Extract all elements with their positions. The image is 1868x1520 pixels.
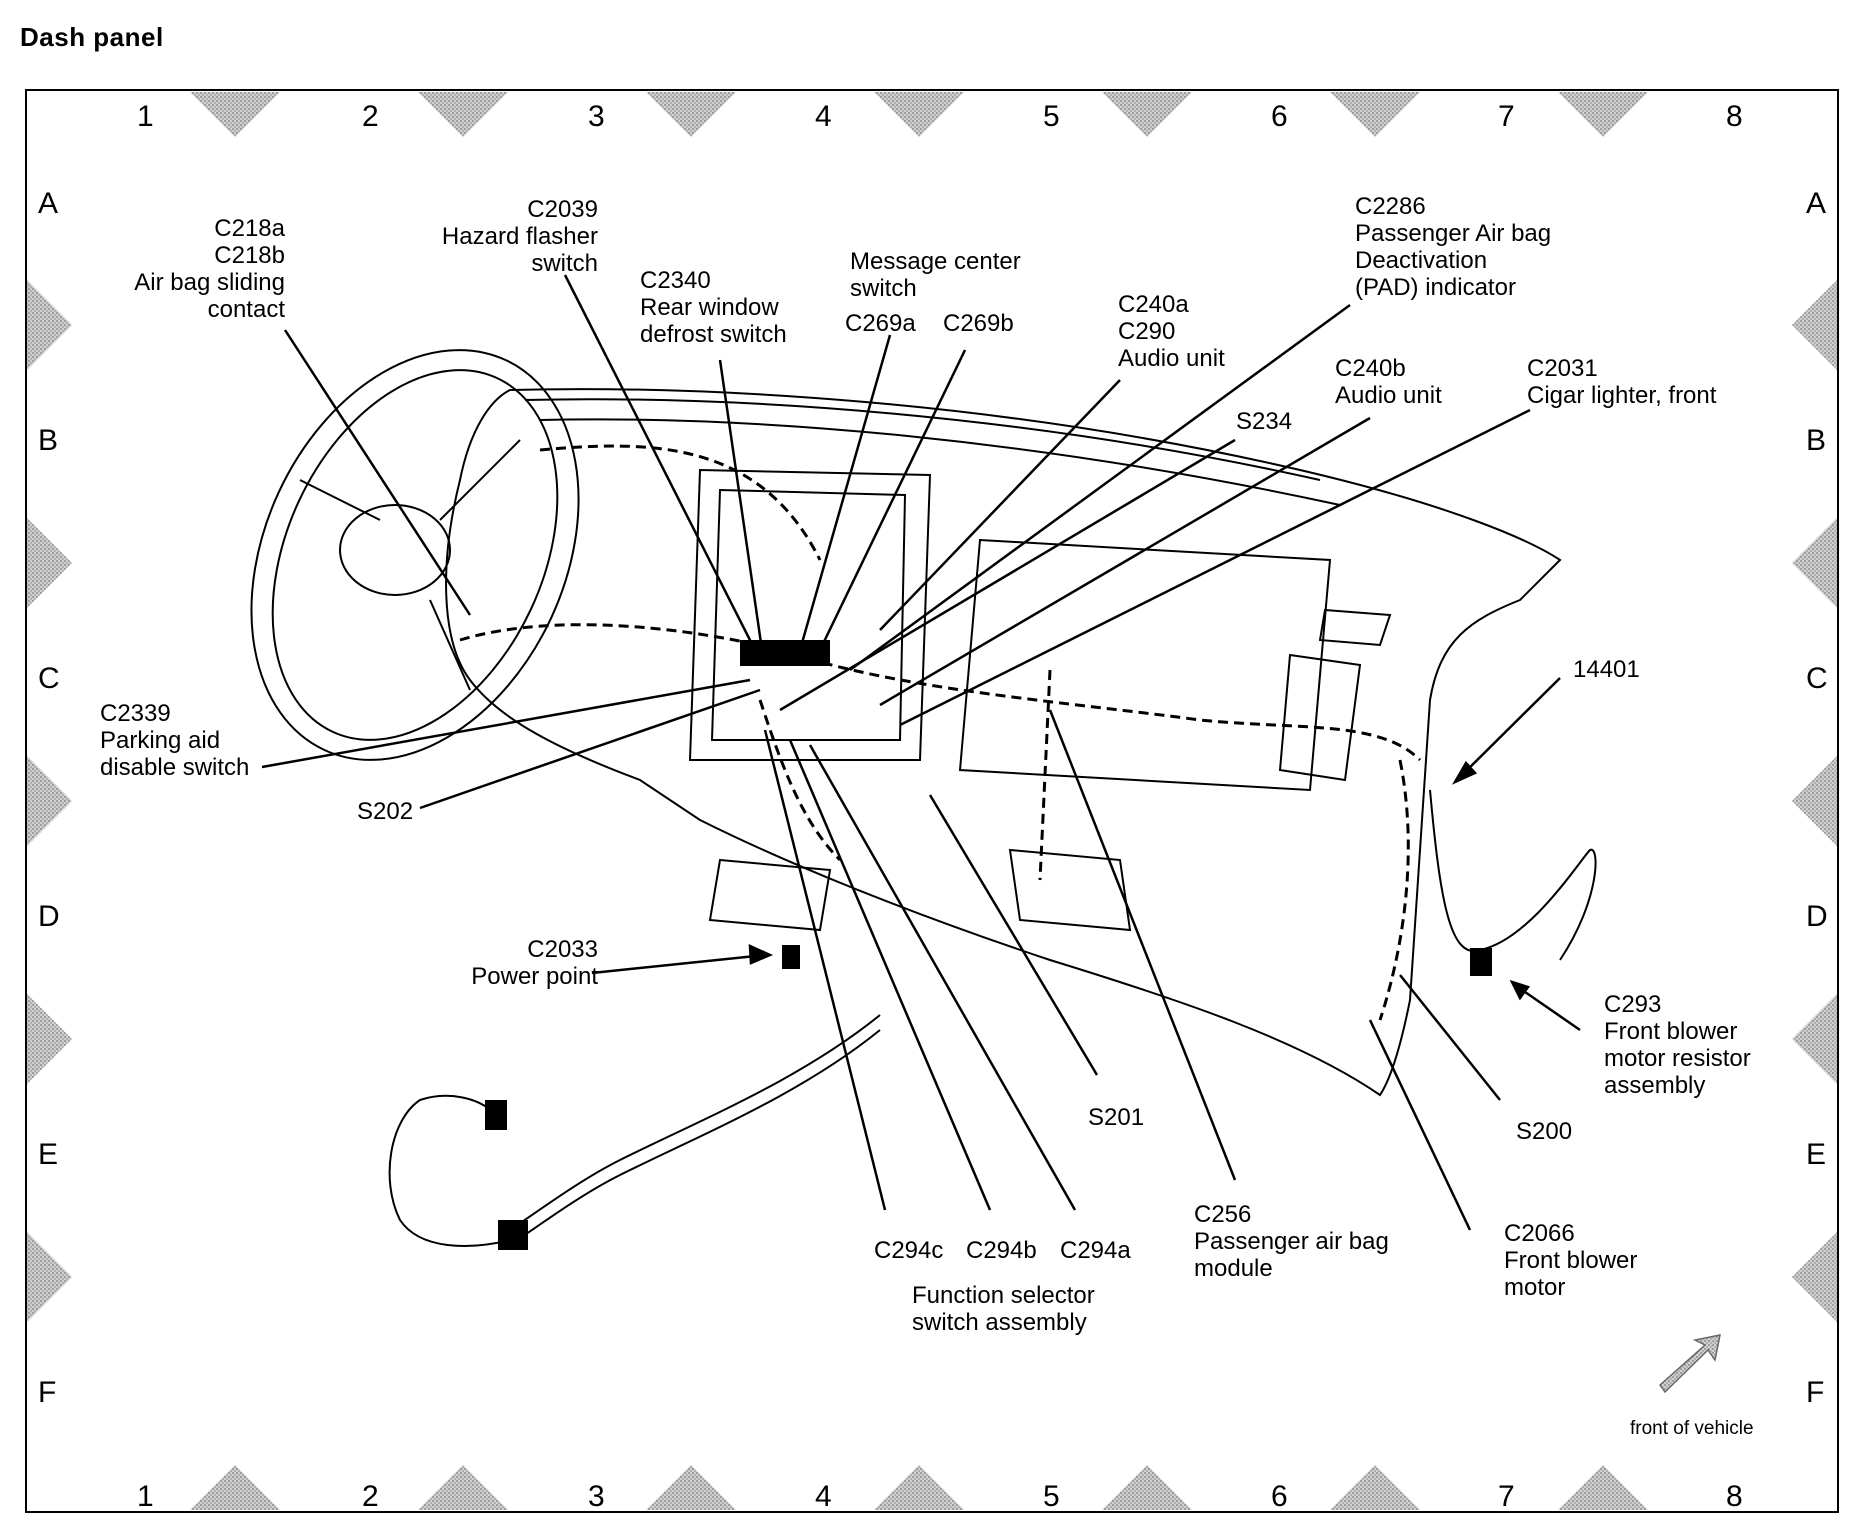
page-title: Dash panel [20, 22, 164, 52]
leader-lines [261, 274, 1581, 1231]
label-c269a: C269a [845, 310, 916, 337]
grid-col-4-top: 4 [815, 100, 832, 133]
grid-ticks [27, 92, 1837, 1510]
grid-row-c-left: C [38, 662, 60, 695]
grid-col-8-bottom: 8 [1726, 1480, 1743, 1513]
label-14401: 14401 [1573, 656, 1640, 683]
grid-col-2-bottom: 2 [362, 1480, 379, 1513]
cable-lower [388, 789, 1597, 1247]
label-function-selector-switch-assembly: Function selector switch assembly [912, 1282, 1095, 1336]
grid-row-a-left: A [38, 187, 59, 220]
label-c2286-pad-indicator: C2286 Passenger Air bag Deactivation (PA… [1355, 193, 1552, 301]
grid-row-e-left: E [38, 1138, 59, 1171]
grid-col-3-top: 3 [588, 100, 605, 133]
grid-row-c-right: C [1806, 662, 1828, 695]
connectors [485, 640, 1492, 1250]
grid-col-3-bottom: 3 [588, 1480, 605, 1513]
label-s234: S234 [1236, 408, 1293, 435]
label-c293-front-blower-resistor: C293 Front blower motor resistor assembl… [1604, 991, 1751, 1099]
grid-row-d-left: D [38, 900, 60, 933]
grid-row-f-left: F [38, 1376, 57, 1409]
label-c2033-power-point: C2033 Power point [471, 936, 598, 990]
label-c2340-rear-window-defrost-switch: C2340 Rear window defrost switch [640, 267, 787, 348]
grid-col-6-bottom: 6 [1271, 1480, 1288, 1513]
label-message-center-switch: Message center switch [850, 248, 1021, 302]
label-c2031-cigar-lighter: C2031 Cigar lighter, front [1527, 355, 1717, 409]
grid-row-b-left: B [38, 424, 59, 457]
label-c294b: C294b [966, 1237, 1037, 1264]
wiring-harness [459, 444, 1422, 1021]
grid-col-2-top: 2 [362, 100, 379, 133]
grid-col-7-bottom: 7 [1498, 1480, 1515, 1513]
grid-col-5-top: 5 [1043, 100, 1060, 133]
label-front-of-vehicle: front of vehicle [1630, 1418, 1754, 1439]
label-c2066-front-blower-motor: C2066 Front blower motor [1504, 1220, 1638, 1301]
front-of-vehicle-arrow [1658, 1334, 1721, 1394]
label-c218-air-bag-sliding-contact: C218a C218b Air bag sliding contact [134, 215, 285, 323]
label-c294a: C294a [1060, 1237, 1131, 1264]
label-c240b-audio-unit: C240b Audio unit [1335, 355, 1442, 409]
grid-row-b-right: B [1806, 424, 1827, 457]
label-c2339-parking-aid-disable-switch: C2339 Parking aid disable switch [100, 700, 250, 781]
grid-col-8-top: 8 [1726, 100, 1743, 133]
grid-col-1-top: 1 [137, 100, 154, 133]
label-s201: S201 [1088, 1104, 1145, 1131]
label-c240a-c290-audio-unit: C240a C290 Audio unit [1118, 291, 1225, 372]
grid-row-a-right: A [1806, 187, 1827, 220]
grid-col-4-bottom: 4 [815, 1480, 832, 1513]
grid-col-1-bottom: 1 [137, 1480, 154, 1513]
label-c269b: C269b [943, 310, 1014, 337]
steering-wheel [250, 349, 580, 761]
diagram-frame [25, 89, 1839, 1513]
label-s202: S202 [357, 798, 414, 825]
label-c294c: C294c [874, 1237, 944, 1264]
label-c2039-hazard-flasher-switch: C2039 Hazard flasher switch [441, 196, 598, 277]
label-c256-passenger-air-bag-module: C256 Passenger air bag module [1194, 1201, 1389, 1282]
grid-col-5-bottom: 5 [1043, 1480, 1060, 1513]
grid-row-e-right: E [1806, 1138, 1827, 1171]
grid-col-6-top: 6 [1271, 100, 1288, 133]
grid-row-f-right: F [1806, 1376, 1825, 1409]
label-s200: S200 [1516, 1118, 1573, 1145]
grid-row-d-right: D [1806, 900, 1828, 933]
grid-col-7-top: 7 [1498, 100, 1515, 133]
